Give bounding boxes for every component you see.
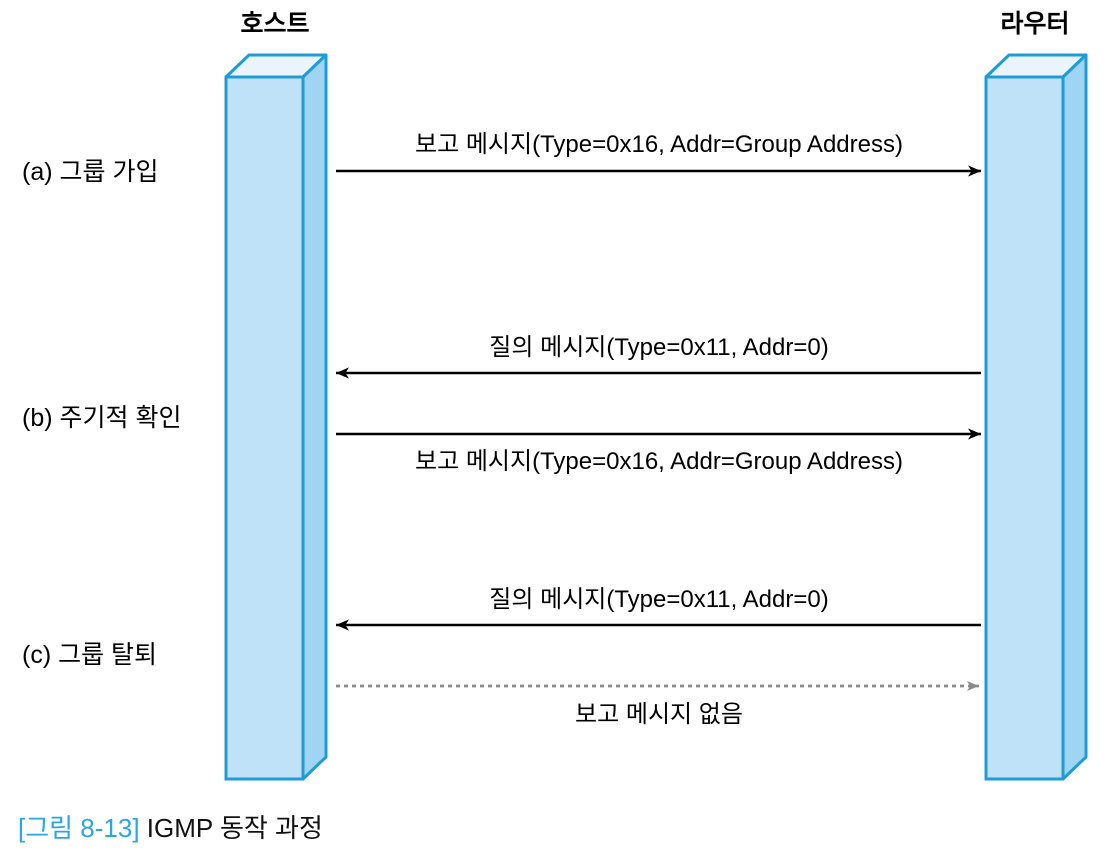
router-box-front-face	[984, 75, 1065, 781]
message-label-c-query: 질의 메시지(Type=0x11, Addr=0)	[489, 586, 829, 613]
message-label-a-report: 보고 메시지(Type=0x16, Addr=Group Address)	[415, 131, 903, 158]
router-box-side-face	[1061, 53, 1088, 781]
message-label-b-query: 질의 메시지(Type=0x11, Addr=0)	[489, 334, 829, 361]
stage-label-c: (c) 그룹 탈퇴	[22, 641, 158, 669]
router-node-box	[984, 53, 1088, 781]
stage-label-a: (a) 그룹 가입	[22, 158, 159, 186]
host-node-label: 호스트	[240, 10, 310, 38]
host-box-side-face	[301, 53, 328, 781]
host-node-box	[224, 53, 328, 781]
message-label-c-noreport: 보고 메시지 없음	[575, 701, 743, 728]
stage-label-b: (b) 주기적 확인	[22, 404, 182, 432]
figure-caption-title	[140, 813, 147, 843]
figure-caption-number: [그림 8-13]	[18, 813, 140, 843]
router-node-label: 라우터	[1000, 10, 1070, 38]
figure-caption: [그림 8-13] IGMP 동작 과정	[18, 808, 323, 845]
figure-caption-text: IGMP 동작 과정	[146, 813, 323, 843]
host-box-front-face	[224, 75, 305, 781]
message-label-b-report: 보고 메시지(Type=0x16, Addr=Group Address)	[415, 448, 903, 475]
